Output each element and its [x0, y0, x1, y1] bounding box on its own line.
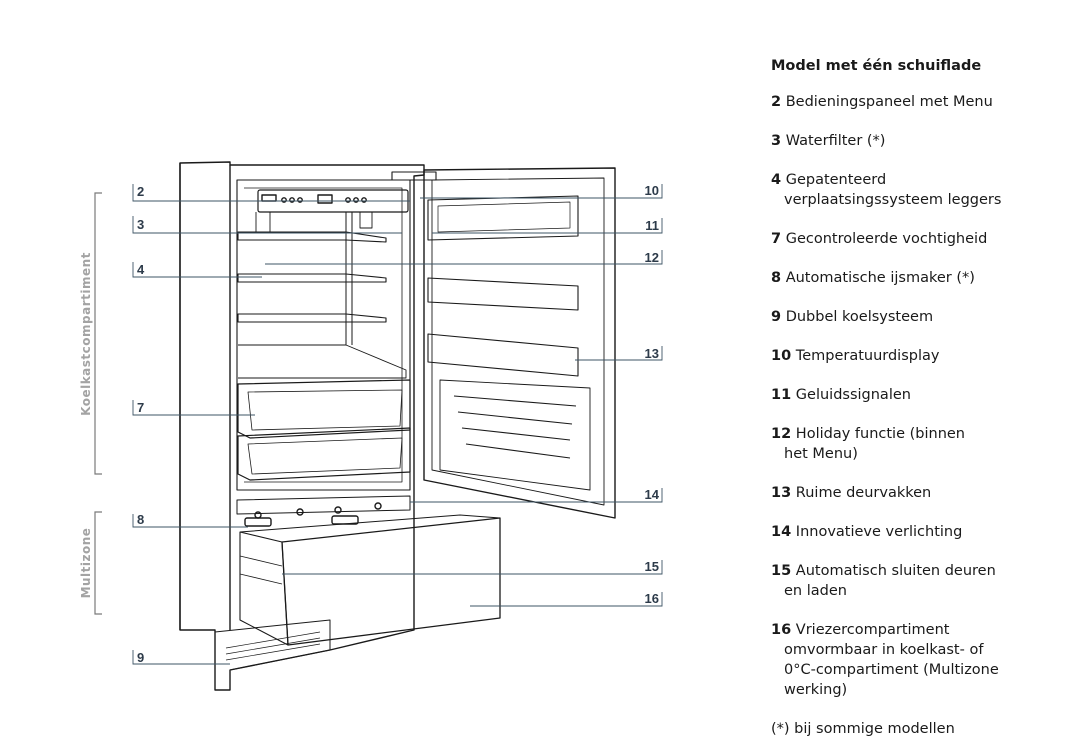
legend-item: 7 Gecontroleerde vochtigheid [771, 231, 988, 247]
callout-16: 16 [645, 591, 659, 606]
footnote: (*) bij sommige modellen [771, 721, 955, 737]
callout-2: 2 [137, 184, 144, 199]
bottom-grille [214, 619, 331, 671]
shelf-2 [237, 273, 387, 283]
legend-item: 10 Temperatuurdisplay [771, 348, 940, 364]
legend-title: Model met één schuiflade [771, 58, 982, 74]
shelf-3 [237, 313, 387, 323]
callout-12: 12 [645, 250, 659, 265]
shelf-1 [237, 231, 387, 243]
refrigerator-door [423, 167, 616, 519]
legend-item: 2 Bedieningspaneel met Menu [771, 94, 993, 110]
door-bin-2 [427, 277, 579, 311]
door-bin-3 [427, 333, 579, 377]
legend-item: 14 Innovatieve verlichting [771, 524, 963, 540]
cabinet-outline [179, 161, 425, 691]
callout-8: 8 [137, 512, 144, 527]
callout-4: 4 [137, 262, 145, 277]
callout-14: 14 [645, 487, 660, 502]
crisper-bottom [237, 427, 411, 481]
legend-item: 3 Waterfilter (*) [771, 133, 886, 149]
callout-13: 13 [645, 346, 659, 361]
callout-3: 3 [137, 217, 144, 232]
callout-7: 7 [137, 400, 144, 415]
legend-item: 8 Automatische ijsmaker (*) [771, 270, 975, 286]
legend-item: 11 Geluidssignalen [771, 387, 911, 403]
door-bin-1 [427, 195, 579, 241]
callout-15: 15 [645, 559, 659, 574]
section-label-fridge: Koelkastcompartiment [79, 252, 93, 416]
freezer-drawer [281, 517, 501, 646]
crisper-top [237, 379, 411, 439]
legend-item: 9 Dubbel koelsysteem [771, 309, 934, 325]
refrigerator-diagram: Koelkastcompartiment Multizone 2 3 4 7 8… [79, 161, 663, 691]
section-label-multizone: Multizone [79, 528, 93, 599]
callout-9: 9 [137, 650, 144, 665]
legend-item: 13 Ruime deurvakken [771, 485, 932, 501]
callout-10: 10 [645, 183, 659, 198]
legend: Model met één schuiflade 2 Bedieningspan… [771, 58, 1061, 739]
callout-11: 11 [645, 218, 659, 233]
